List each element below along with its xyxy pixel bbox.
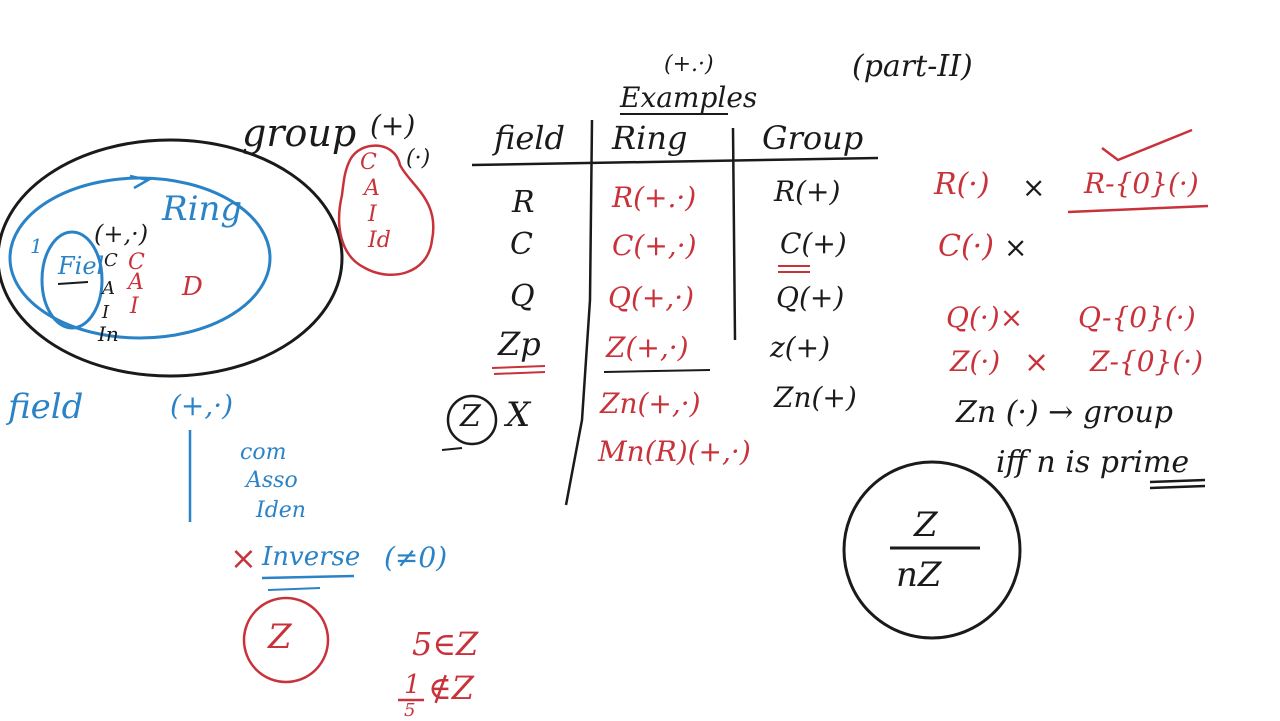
- field-notes-label: field: [8, 387, 84, 427]
- one-mark: 1: [30, 234, 43, 258]
- z-dot-label: Z(·): [950, 345, 1001, 378]
- fraction-denominator: 5: [404, 700, 416, 721]
- prop-red-c: C: [128, 250, 145, 275]
- field-c: C: [510, 227, 533, 262]
- prop-black-in: In: [98, 322, 119, 346]
- quotient-numerator: Z: [914, 505, 938, 545]
- prop-black-i: I: [102, 302, 110, 323]
- table-header-group: Group: [762, 119, 864, 157]
- z-circle-tail: [441, 447, 463, 451]
- quotient-circle: [842, 460, 1022, 640]
- q-dot-label: Q(·)×: [946, 301, 1024, 334]
- zp-underline-2: [493, 371, 546, 375]
- field-prop-iden: Iden: [256, 498, 306, 523]
- group-zn: Zn(+): [774, 381, 857, 414]
- c-dot-label: C(·): [938, 229, 994, 264]
- inverse-cross: ×: [230, 539, 257, 577]
- inverse-underline-2: [267, 587, 321, 591]
- r-dot-label: R(·): [934, 167, 990, 202]
- field-prop-com: com: [240, 440, 287, 465]
- five-in-z: 5∈Z: [412, 625, 479, 663]
- field-ellipse: [40, 230, 104, 330]
- ring-zn: Zn(+,·): [600, 387, 701, 420]
- examples-heading: Examples: [620, 81, 758, 114]
- group-r: R(+): [774, 175, 841, 208]
- cloud-prop-id: Id: [368, 228, 391, 253]
- prop-red-i: I: [130, 294, 139, 319]
- q-minus-zero: Q-{0}(·): [1078, 301, 1196, 334]
- part-label: (part-II): [852, 49, 973, 84]
- cloud-prop-a: A: [364, 176, 380, 201]
- field-dash: [57, 281, 89, 285]
- quotient-denominator: nZ: [896, 555, 942, 595]
- ring-r: R(+.·): [612, 181, 697, 214]
- field-r: R: [512, 185, 535, 220]
- ring-label: Ring: [162, 189, 243, 229]
- table-divider-2: [731, 127, 737, 341]
- z-circle-bottom: [242, 596, 330, 684]
- ring-z: Z(+,·): [606, 331, 689, 364]
- d-label: D: [182, 272, 203, 302]
- group-op-plus: (+): [370, 109, 416, 142]
- group-op-dot: (·): [406, 146, 431, 171]
- cross-z: ×: [1024, 345, 1050, 380]
- check-icon: [1101, 128, 1193, 162]
- r-minus-zero: R-{0}(·): [1084, 167, 1199, 200]
- field-notes-op: (+,·): [170, 389, 234, 422]
- z-circle-letter: Z: [460, 399, 481, 434]
- group-label: group: [242, 111, 357, 155]
- z-cross-mark: X: [506, 395, 531, 435]
- zring-underline: [603, 369, 711, 373]
- prime-underline-1: [1149, 478, 1206, 484]
- ring-op: (+,·): [94, 220, 149, 248]
- r-minus-underline: [1067, 204, 1209, 214]
- ring-q: Q(+,·): [608, 281, 695, 314]
- group-z: z(+): [770, 331, 831, 364]
- z-minus-zero: Z-{0}(·): [1090, 345, 1204, 378]
- table-header-ring: Ring: [612, 119, 688, 157]
- iff-prime-line: iff n is prime: [996, 445, 1190, 480]
- cross-c: ×: [1004, 231, 1028, 264]
- z-circle-table: [446, 394, 498, 446]
- cross-r: ×: [1022, 171, 1046, 204]
- prime-underline-2: [1149, 484, 1206, 490]
- ring-c: C(+,·): [612, 229, 697, 262]
- table-divider-1: [564, 119, 594, 506]
- field-zp: Zp: [498, 325, 541, 363]
- prop-black-a: A: [102, 278, 115, 299]
- inverse-label: Inverse: [262, 542, 361, 572]
- ring-mn: Mn(R)(+,·): [598, 435, 751, 468]
- group-c: C(+): [780, 227, 847, 260]
- fraction-numerator: 1: [404, 670, 421, 700]
- group-q: Q(+): [776, 281, 845, 314]
- inverse-condition: (≠0): [384, 541, 448, 574]
- inverse-underline: [261, 574, 355, 580]
- z-circle-bottom-letter: Z: [268, 617, 292, 657]
- ring-arrow-icon: [129, 174, 152, 190]
- zp-underline-1: [491, 365, 546, 369]
- field-prop-asso: Asso: [246, 468, 298, 493]
- zn-group-line: Zn (·) → group: [956, 395, 1173, 430]
- not-in-z: ∉Z: [428, 669, 474, 707]
- table-header-line: [471, 156, 879, 167]
- prop-black-c: C: [104, 250, 118, 271]
- table-header-field: field: [494, 119, 565, 157]
- field-abbr: Fiel: [58, 252, 105, 280]
- cloud-prop-i: I: [368, 202, 377, 227]
- field-q: Q: [510, 279, 535, 314]
- ops-label: (+.·): [664, 52, 714, 77]
- cloud-prop-c: C: [360, 150, 377, 175]
- property-cloud: [337, 144, 435, 276]
- group-ellipse: [0, 138, 344, 378]
- prop-red-a: A: [128, 270, 144, 295]
